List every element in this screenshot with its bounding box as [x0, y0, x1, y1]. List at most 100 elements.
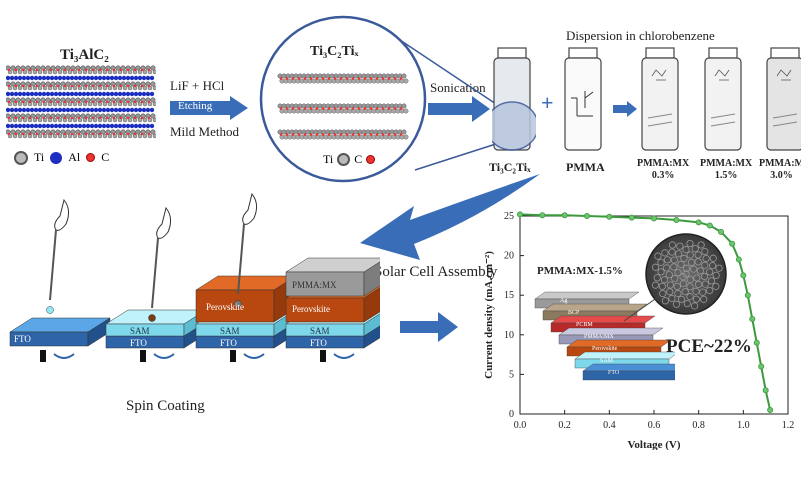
- ti-atom-icon: [337, 153, 351, 166]
- c-atom-icon: [366, 155, 376, 164]
- x-tick-label: 0.8: [692, 420, 705, 431]
- etching-method: Mild Method: [170, 124, 239, 139]
- data-point: [735, 256, 742, 263]
- spinner-post: [140, 350, 146, 362]
- stack4-fto-label: FTO: [310, 338, 327, 348]
- vial-sample-1: [641, 47, 679, 151]
- x-tick-label: 0.4: [603, 420, 616, 431]
- sample-label-ratio: 0.3%: [651, 170, 675, 181]
- stack4-sam-label: SAM: [310, 326, 330, 336]
- y-tick-label: 15: [504, 290, 514, 301]
- etching-arrow-label: Etching: [178, 100, 213, 112]
- mxene-title: Ti₃C₂Tiₓ: [310, 44, 359, 59]
- data-point: [758, 363, 765, 370]
- sample-label-ratio: 3.0%: [770, 170, 793, 181]
- max-phase-title: Ti₃AlC₂: [60, 47, 109, 63]
- mxene-circle: [259, 15, 427, 183]
- vial-mxene: [492, 47, 536, 151]
- inset-layer: [534, 291, 640, 309]
- spin-coating-label: Spin Coating: [126, 398, 205, 414]
- stack3-perovskite: [195, 275, 297, 323]
- sample-label-name: PMMA:MX: [637, 158, 690, 169]
- x-tick-label: 1.0: [737, 420, 750, 431]
- arrow-to-chart: [400, 312, 458, 342]
- vial-pmma: [564, 47, 602, 151]
- x-tick-label: 0.2: [558, 420, 571, 431]
- plus-sign: +: [541, 90, 554, 115]
- data-point: [517, 211, 524, 218]
- data-point: [539, 212, 546, 219]
- spinner-post: [230, 350, 236, 362]
- inset-layer-label: PCBM: [576, 322, 593, 328]
- device-stacks: [9, 192, 380, 362]
- inset-layer-label: BCP: [568, 310, 580, 316]
- data-point: [753, 339, 760, 346]
- vial-label-pmma: PMMA: [566, 160, 605, 174]
- sonication-label: Sonication: [430, 80, 486, 95]
- inset-layer-label: FTO: [608, 370, 620, 376]
- zoom-lines: [399, 39, 503, 171]
- data-point: [749, 315, 756, 322]
- stack4-perovskite-label: Perovskite: [292, 304, 330, 314]
- solar-cell-assembly-label: Solar Cell Assembly: [374, 264, 498, 280]
- data-point: [695, 219, 702, 226]
- inset-layer: [574, 351, 675, 369]
- inset-layer: [542, 303, 648, 321]
- stack2-sam: [105, 309, 207, 337]
- y-tick-label: 0: [509, 409, 514, 420]
- stack4-pmma-mx: [285, 257, 380, 297]
- inset-label: PMMA:MX-1.5%: [537, 265, 623, 277]
- inset-layer: [558, 327, 664, 345]
- data-point: [717, 228, 724, 235]
- y-tick-label: 10: [504, 330, 514, 341]
- assembly-arrow: [360, 174, 540, 260]
- data-point: [706, 222, 713, 229]
- vial-sample-2: [704, 47, 742, 151]
- rotation-arrow-icon: [243, 353, 265, 359]
- inset-layer: [582, 363, 675, 381]
- jv-curve: [519, 213, 772, 411]
- etching-arrow: [170, 96, 248, 120]
- y-tick-label: 20: [504, 251, 514, 262]
- stack1-fto: [9, 317, 111, 347]
- x-tick-label: 1.2: [782, 420, 795, 431]
- data-point: [561, 212, 568, 219]
- y-tick-label: 5: [509, 369, 514, 380]
- inset-layer-label: PMMA:MX: [584, 334, 614, 340]
- y-tick-label: 25: [504, 211, 514, 222]
- sample-label-name: PMMA:M: [759, 158, 801, 169]
- data-point: [767, 407, 774, 414]
- rotation-arrow-icon: [153, 353, 175, 359]
- data-point: [584, 212, 591, 219]
- data-point: [673, 216, 680, 223]
- pipette-hand-icon: [234, 192, 258, 308]
- inset-layer-label: Ag: [560, 298, 568, 304]
- data-point: [606, 213, 613, 220]
- max-phase-layers: [6, 65, 156, 139]
- arrow-to-samples: [613, 101, 637, 117]
- c-atom-icon: [86, 153, 96, 162]
- legend-al: Al: [68, 150, 81, 164]
- pce-label: PCE~22%: [666, 336, 752, 357]
- data-point: [744, 292, 751, 299]
- data-point: [729, 240, 736, 247]
- sonication-arrow: [428, 96, 490, 122]
- inset-layer-label: SAM: [600, 358, 614, 364]
- spinner-post: [40, 350, 46, 362]
- x-axis-label: Voltage (V): [627, 439, 680, 450]
- pipette-hand-icon: [46, 198, 70, 314]
- vial-sample-3: [766, 47, 801, 151]
- pipette-hand-icon: [148, 206, 172, 322]
- mx-legend-ti: Ti: [323, 152, 334, 166]
- x-tick-label: 0.6: [648, 420, 661, 431]
- stack1-fto-label: FTO: [14, 334, 31, 344]
- stack2-sam-label: SAM: [130, 326, 150, 336]
- inset-layer: [566, 339, 672, 357]
- data-point: [740, 272, 747, 279]
- etching-reagents: LiF + HCl: [170, 78, 225, 93]
- data-point: [628, 214, 635, 221]
- sample-label-ratio: 1.5%: [714, 170, 738, 181]
